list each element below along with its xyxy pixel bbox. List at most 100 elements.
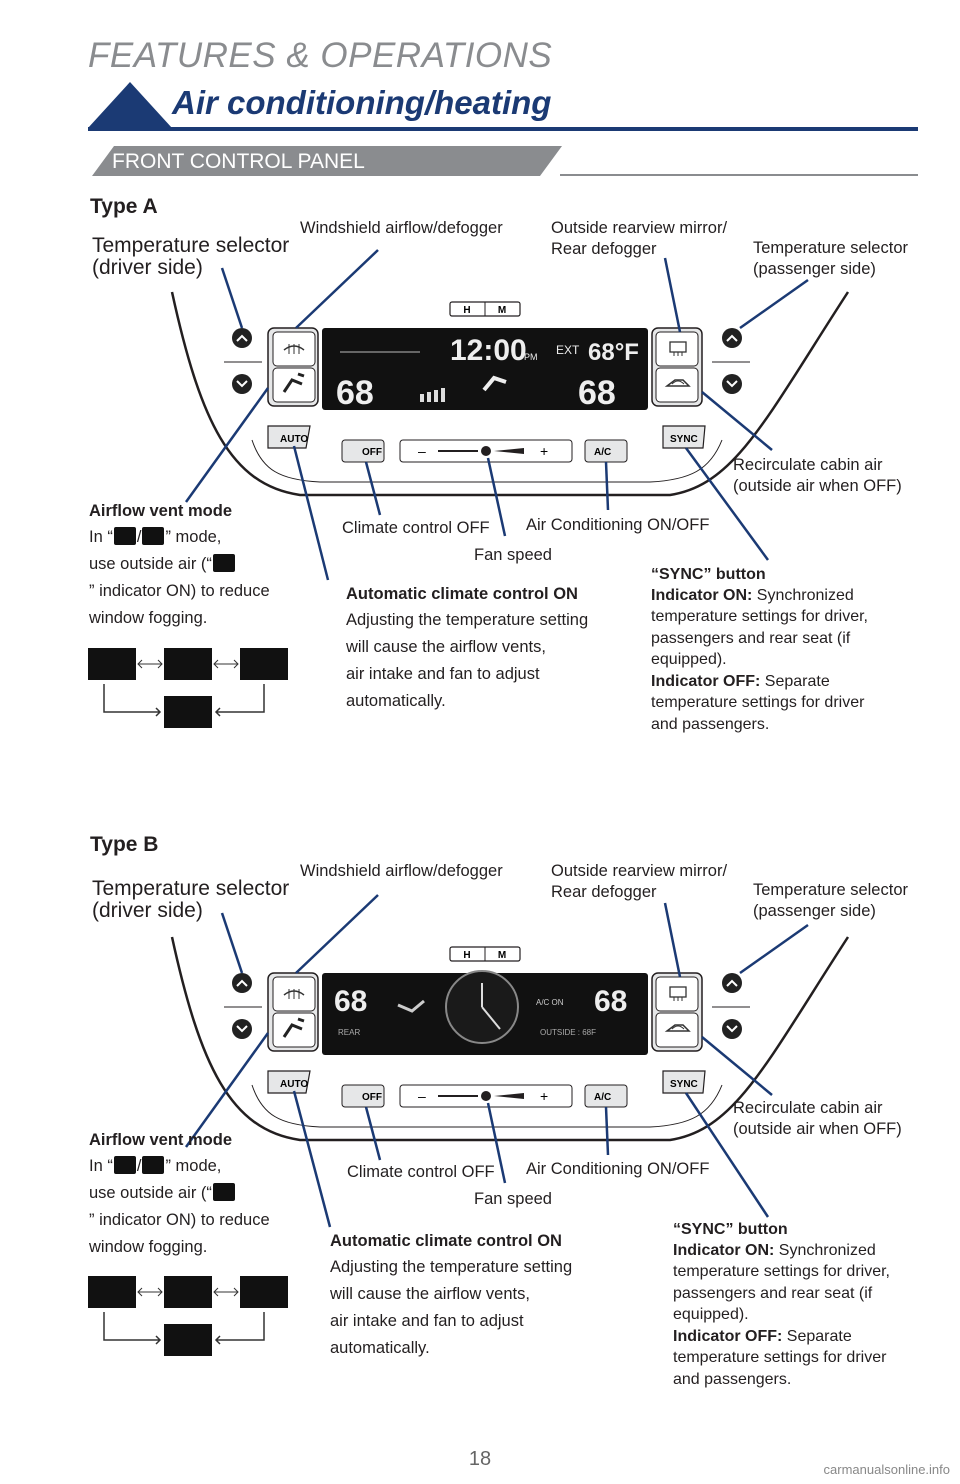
display-ac-on: A/C ON <box>536 998 564 1007</box>
off-button-label: OFF <box>362 447 382 458</box>
display-outside: OUTSIDE : 68F <box>540 1028 596 1037</box>
type-b-panel-diagram: H M 68 68 REAR A/C ON OUTSIDE : 68F AUTO… <box>170 894 850 1228</box>
driver-temp-up-icon <box>232 328 252 348</box>
h-button-label: H <box>463 950 470 961</box>
display-pm: PM <box>524 352 538 362</box>
type-b-airflow-title: Airflow vent mode <box>89 1131 233 1149</box>
display-left-temp: 68 <box>334 985 367 1018</box>
subsection-banner <box>92 146 562 176</box>
type-a-airflow-line3: ” indicator ON) to reduce <box>89 582 270 600</box>
type-b-auto-line4: automatically. <box>330 1339 430 1357</box>
type-b-recirculate-line2: (outside air when OFF) <box>733 1120 902 1138</box>
type-b-ac-label: Air Conditioning ON/OFF <box>526 1160 710 1178</box>
type-b-windshield-label: Windshield airflow/defogger <box>300 862 503 880</box>
fan-plus-label: + <box>540 1088 548 1104</box>
type-a-auto-line2: will cause the airflow vents, <box>346 638 546 656</box>
type-a-airflow-title: Airflow vent mode <box>89 502 233 520</box>
watermark: carmanualsonline.info <box>823 1462 950 1477</box>
type-a-airflow-line1: In “/” mode, <box>89 527 222 546</box>
type-a-leader-lines <box>184 249 809 581</box>
type-b-temp-driver-line2: (driver side) <box>92 899 203 922</box>
type-a-fan-label: Fan speed <box>474 546 552 564</box>
type-a-sync-line4: temperature settings for driver <box>651 694 865 711</box>
type-b-airflow-line4: window fogging. <box>89 1238 208 1256</box>
display-rear: REAR <box>338 1028 360 1037</box>
type-b-climate-off-label: Climate control OFF <box>347 1163 495 1181</box>
type-a-sync-line3: equipped). <box>651 651 727 668</box>
type-b-sync-line4: temperature settings for driver <box>673 1349 887 1366</box>
type-b-sync-line2: passengers and rear seat (if <box>673 1285 873 1302</box>
airflow-feet-defog-icon <box>164 696 212 728</box>
type-a-auto-title: Automatic climate control ON <box>346 585 578 603</box>
m-button-label: M <box>498 305 506 316</box>
mirror-defogger-icon <box>669 341 687 356</box>
type-b-sync-line3: equipped). <box>673 1306 749 1323</box>
display-ext-temp: 68°F <box>588 339 639 366</box>
type-a-auto-line1: Adjusting the temperature setting <box>346 611 589 629</box>
type-b-sync-on: Indicator ON: Synchronized <box>673 1242 876 1259</box>
type-b-temp-passenger-line2: (passenger side) <box>753 902 876 920</box>
type-a-mirror-line1: Outside rearview mirror/ <box>551 219 728 237</box>
airflow-feet-icon <box>240 648 288 680</box>
type-a-airflow-line2: use outside air (“ <box>89 551 236 578</box>
fan-minus-label: – <box>418 1088 426 1104</box>
auto-button-label: AUTO <box>280 1079 308 1090</box>
type-a-label: Type A <box>90 195 158 218</box>
type-b-airflow-cycle-diagram <box>88 1276 288 1356</box>
type-a-sync-line1: temperature settings for driver, <box>651 608 868 625</box>
display-right-temp: 68 <box>594 985 627 1018</box>
display-left-temp: 68 <box>336 374 374 412</box>
off-button-label: OFF <box>362 1092 382 1103</box>
type-b-recirculate-line1: Recirculate cabin air <box>733 1099 883 1117</box>
type-a-auto-line4: automatically. <box>346 692 446 710</box>
passenger-temp-down-icon <box>722 374 742 394</box>
type-b-auto-line3: air intake and fan to adjust <box>330 1312 524 1330</box>
page-header-title: FEATURES & OPERATIONS <box>88 36 553 75</box>
sync-button-label: SYNC <box>670 434 698 445</box>
airflow-mode-alt-icon <box>142 1156 165 1174</box>
sync-button-label: SYNC <box>670 1079 698 1090</box>
type-a-recirculate-line1: Recirculate cabin air <box>733 456 883 474</box>
recirculate-indicator-icon <box>212 554 235 572</box>
type-a-sync-line5: and passengers. <box>651 716 770 733</box>
airflow-face-icon <box>88 648 136 680</box>
m-button-label: M <box>498 950 506 961</box>
type-a-panel-diagram: H M 12:00 PM EXT 68°F 68 68 AUTO SYNC OF… <box>170 249 850 581</box>
passenger-temp-down-icon <box>722 1019 742 1039</box>
type-b-fan-label: Fan speed <box>474 1190 552 1208</box>
type-b-airflow-line2: use outside air (“ <box>89 1180 236 1207</box>
type-a-windshield-label: Windshield airflow/defogger <box>300 219 503 237</box>
ac-button-label: A/C <box>594 447 611 458</box>
airflow-feet-defog-icon <box>164 1324 212 1356</box>
recirculate-icon <box>664 379 691 387</box>
type-b-mirror-line1: Outside rearview mirror/ <box>551 862 728 880</box>
type-a-sync-title: “SYNC” button <box>651 566 766 583</box>
type-a-mirror-line2: Rear defogger <box>551 240 657 258</box>
airflow-mode-icon <box>282 372 305 393</box>
windshield-defogger-icon <box>283 344 305 354</box>
h-button-label: H <box>463 305 470 316</box>
type-a-display <box>322 328 648 410</box>
type-b-temp-driver-line1: Temperature selector <box>92 877 290 900</box>
fan-icon <box>481 446 491 456</box>
type-b-sync-title: “SYNC” button <box>673 1221 788 1238</box>
section-title-accent <box>88 82 172 128</box>
recirculate-icon <box>664 1024 691 1032</box>
mirror-defogger-icon <box>669 986 687 1001</box>
type-a-climate-off-label: Climate control OFF <box>342 519 490 537</box>
section-title-rule <box>88 127 918 131</box>
airflow-feet-icon <box>240 1276 288 1308</box>
type-b-sync-off: Indicator OFF: Separate <box>673 1328 852 1345</box>
fan-minus-label: – <box>418 443 426 459</box>
display-ext: EXT <box>556 343 580 357</box>
fan-icon <box>481 1091 491 1101</box>
section-title: Air conditioning/heating <box>172 84 552 121</box>
type-b-auto-line1: Adjusting the temperature setting <box>330 1258 573 1276</box>
type-a-auto-line3: air intake and fan to adjust <box>346 665 540 683</box>
type-a-airflow-cycle-diagram <box>88 648 288 728</box>
airflow-face-icon <box>88 1276 136 1308</box>
windshield-defogger-icon <box>283 989 305 999</box>
type-a-sync-line2: passengers and rear seat (if <box>651 630 851 647</box>
type-a-temp-driver-line1: Temperature selector <box>92 234 290 257</box>
subsection-title: FRONT CONTROL PANEL <box>112 150 365 173</box>
